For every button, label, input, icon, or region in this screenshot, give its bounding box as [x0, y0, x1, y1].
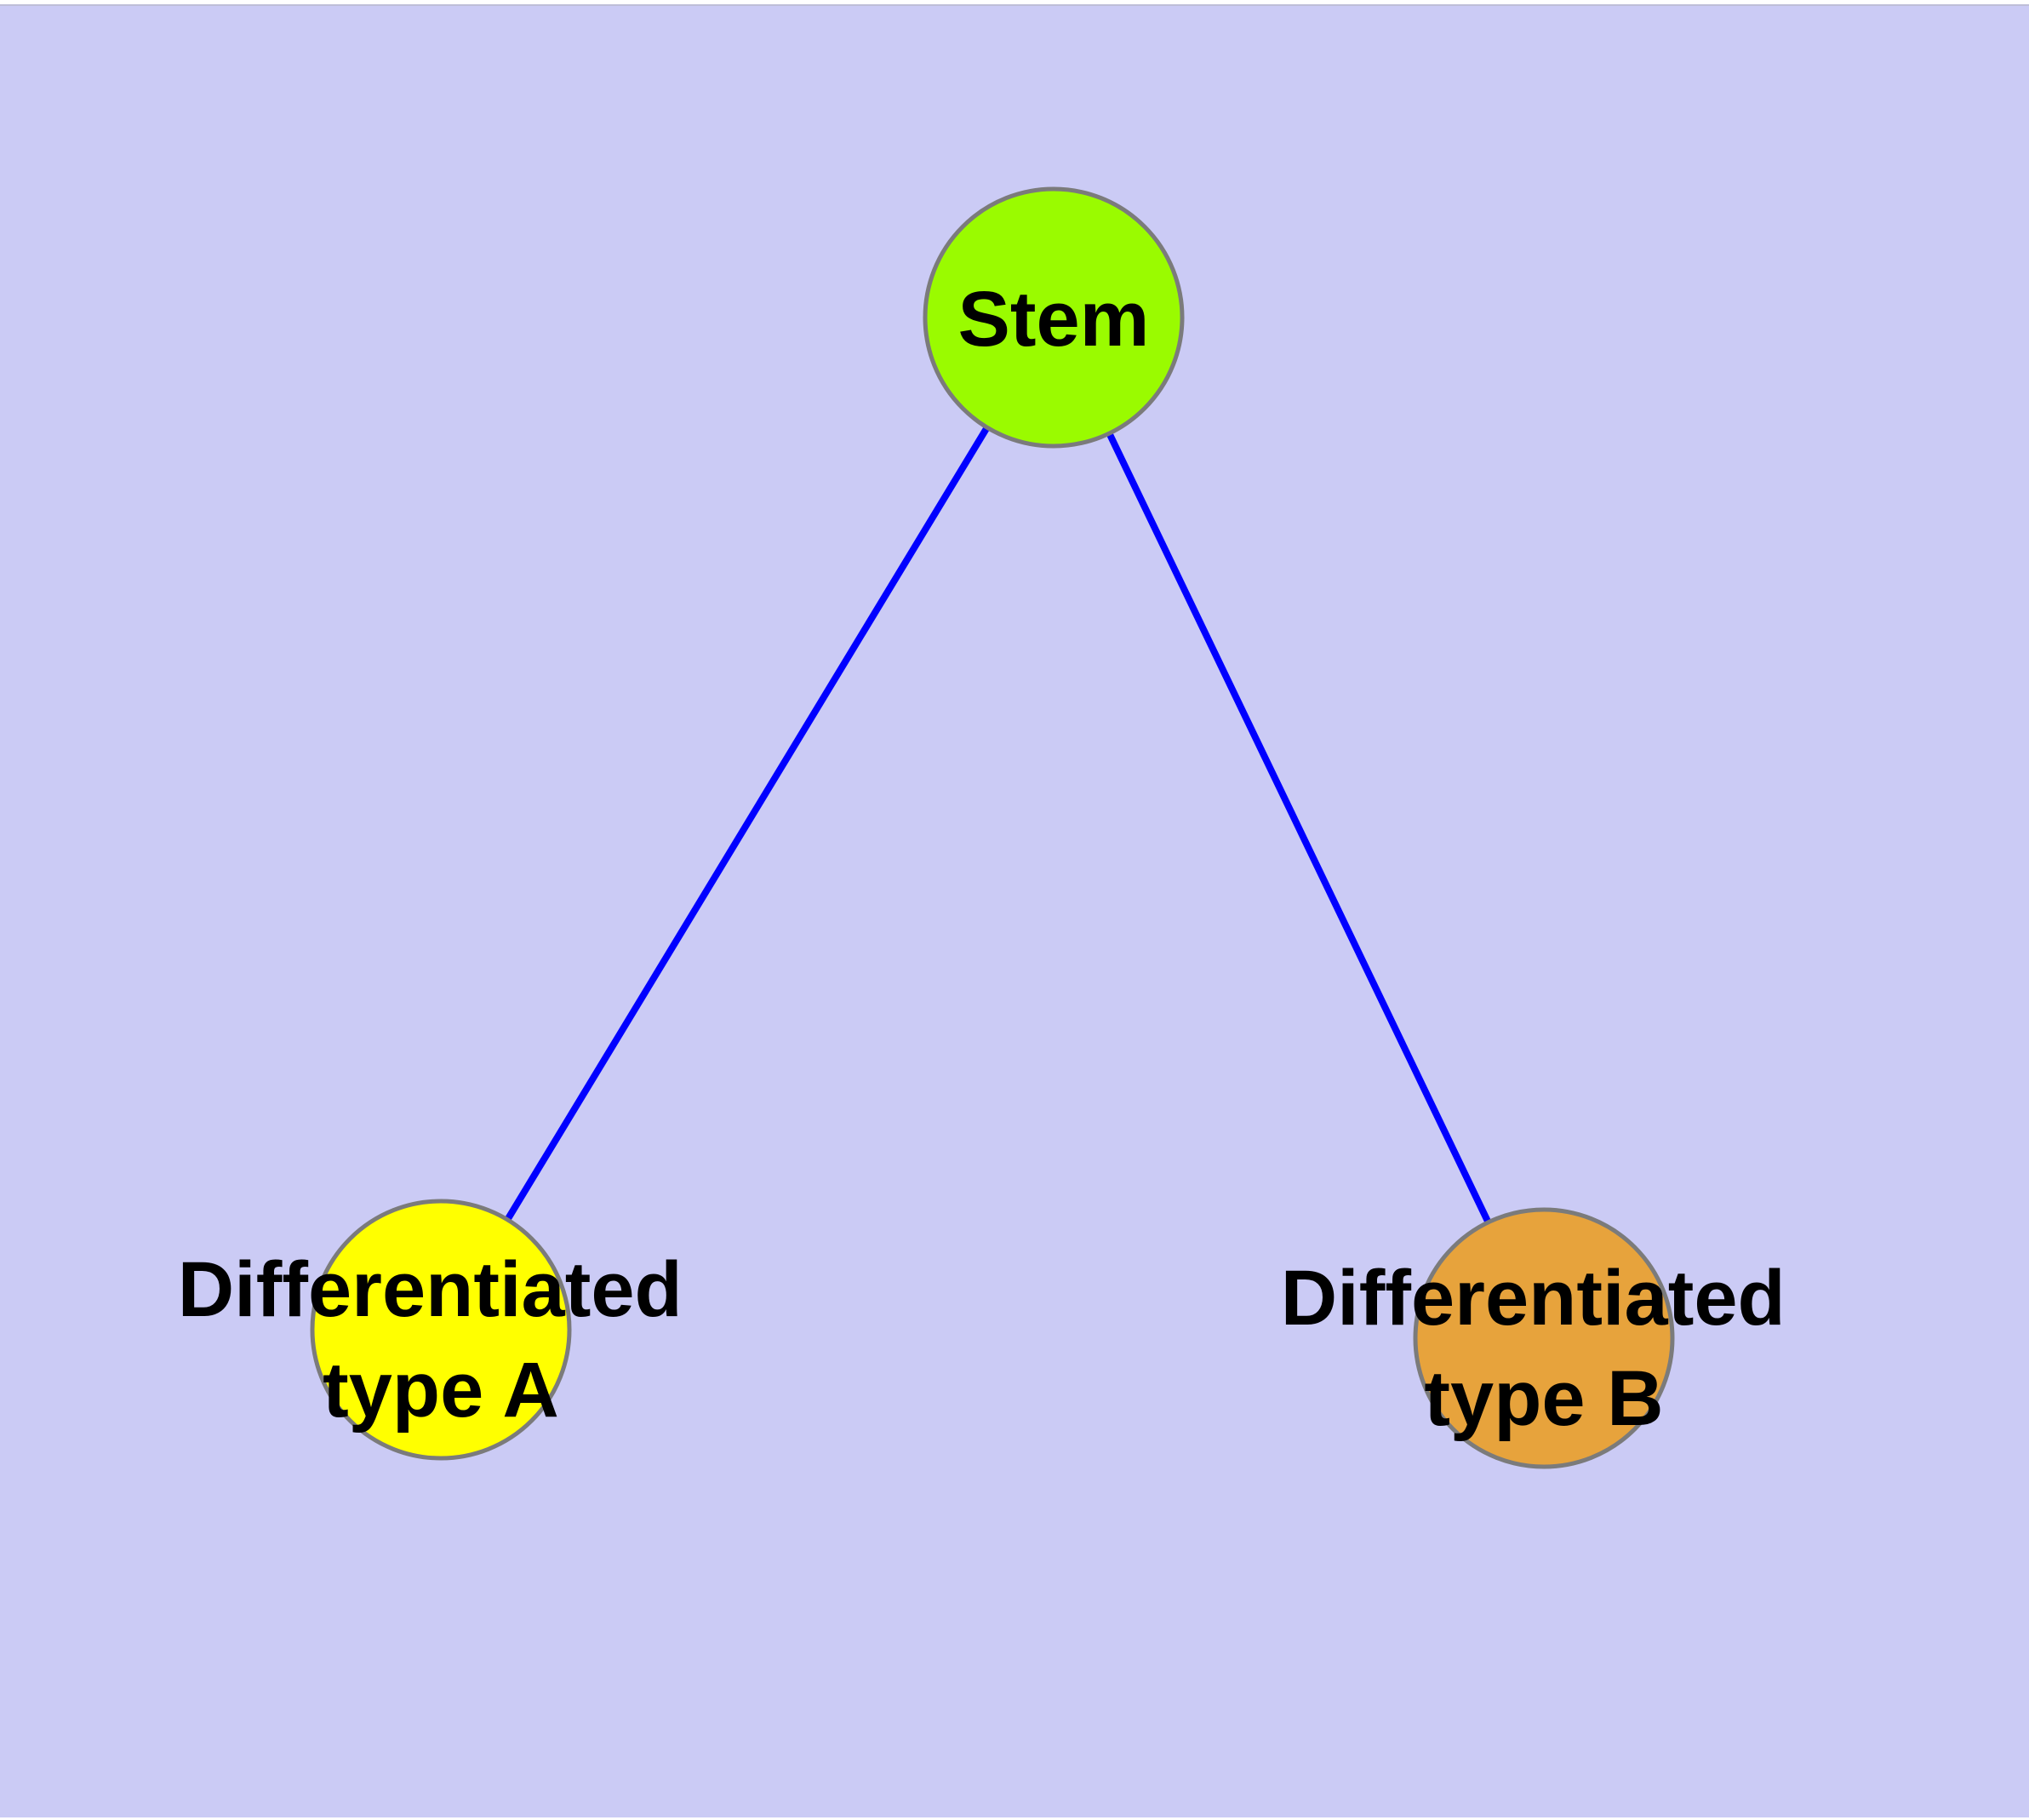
node-differentiated-type-a-label: Differentiated type A — [178, 1246, 705, 1434]
node-differentiated-type-b-label: Differentiated type B — [1281, 1255, 1808, 1442]
node-differentiated-type-a-label-line2: type A — [323, 1347, 559, 1434]
top-margin-strip — [0, 0, 2029, 4]
edge-stem-to-type-a — [437, 315, 1057, 1332]
edge-stem-to-type-b — [1050, 316, 1547, 1340]
node-differentiated-type-b — [1413, 1207, 1675, 1469]
node-differentiated-type-a-label-line1: Differentiated — [178, 1246, 683, 1333]
node-stem — [923, 186, 1185, 449]
node-differentiated-type-a — [310, 1199, 572, 1461]
node-stem-label: Stem — [958, 276, 1150, 363]
node-differentiated-type-b-label-line2: type B — [1424, 1355, 1663, 1442]
node-differentiated-type-b-label-line1: Differentiated — [1281, 1255, 1786, 1342]
bottom-margin-strip — [0, 1817, 2029, 1820]
